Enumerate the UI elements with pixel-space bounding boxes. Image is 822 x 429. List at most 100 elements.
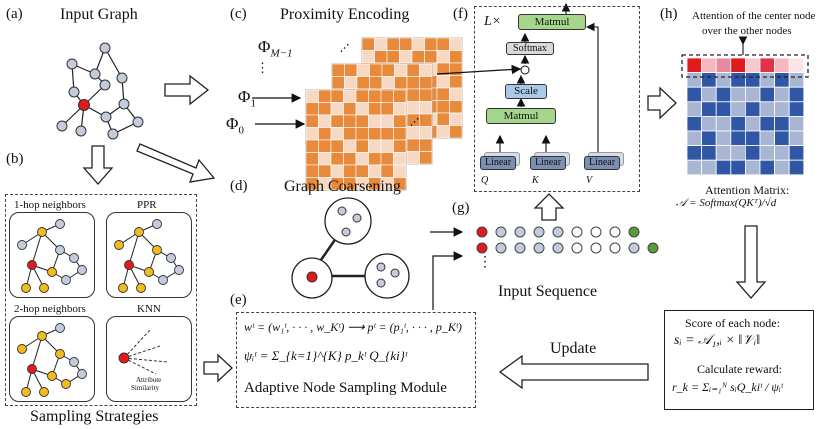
attention-cell [730,86,746,103]
matrix-cell [406,88,420,102]
sampling-node [37,331,47,341]
matrix-cell [436,112,450,126]
matrix-cell [318,164,332,178]
attention-cell [686,116,703,132]
center-node-row-highlight [681,54,809,78]
matrix-cell [406,138,420,152]
matrix-cell [436,75,450,89]
reward-formula: r_k = Σᵢ₌₁ᴺ sᵢQ_kiᵗ / ψᵢᵗ [672,380,783,394]
sampling-node [136,283,146,293]
knn-edge [123,357,157,375]
sampling-node [55,349,65,359]
knn-note-2: Similarity [131,384,159,392]
input-sequence [476,226,659,254]
attention-cell [774,159,790,176]
sequence-token [571,226,583,238]
attention-cell [701,101,717,117]
matrix-cell [305,139,319,153]
matrix-cell [399,37,413,51]
sampling-node [61,379,71,389]
attention-cell [788,86,805,103]
attention-box [474,6,640,192]
input-graph-nodes [56,42,144,140]
sequence-ellipsis: ⋮ [478,255,492,270]
matrix-cell [449,50,463,64]
panel-b-caption: Sampling Strategies [30,408,159,425]
coarsened-graph-nodes [306,206,400,288]
matrix-cell [343,127,357,141]
matrix-cell [436,37,450,51]
matrix-cell [394,76,408,90]
sequence-token [628,242,640,254]
linear-q: Linear [480,156,516,170]
attention-cell [774,101,790,117]
matrix-cell [380,114,394,128]
sampling-node [166,253,176,263]
hollow-arrow-b-to-e [203,353,233,383]
sampling-node [55,323,65,333]
matrix-cell [305,152,319,166]
sequence-token [609,226,621,238]
sequence-token [628,226,640,238]
sampling-node [27,364,37,374]
matrix-cell [449,125,463,139]
score-title: Score of each node: [685,316,780,330]
matrix-cell [436,125,450,139]
matrix-cell [355,102,369,116]
knn-edge [123,345,161,359]
hollow-arrow-a-to-b [82,145,114,185]
attention-cell [788,116,805,132]
matrix-cell [330,152,344,166]
matrix-cell [331,76,345,90]
linear-k: Linear [530,156,566,170]
matrix-cell [449,100,463,114]
attention-cell-center [730,57,746,74]
attention-cell [701,145,717,161]
attention-cell [701,159,717,176]
attention-cell [701,72,717,88]
sequence-token [533,226,545,238]
softmax: Softmax [506,42,554,55]
attention-cell [730,159,746,176]
psi-formula: ψᵢᵗ = Σ_{k=1}^{K} p_kᵗ Q_{ki}ᵗ [244,348,408,363]
attention-cell [715,86,732,103]
matrix-cell [331,63,345,77]
matrix-cell [449,87,463,101]
matrix-cell [449,37,463,51]
sequence-token [514,226,526,238]
sampling-node [17,344,27,354]
matrix-cell [344,76,358,90]
scale: Scale [505,84,547,99]
sampling-node [17,240,27,250]
sampling-edge [128,231,140,266]
add-symbol [520,65,530,75]
sampling-node [174,265,184,275]
sampling-node [77,265,87,275]
sampling-node [152,219,162,229]
sampling-node [39,283,49,293]
hollow-arrow-g-to-f [533,193,565,221]
matrix-cell [380,139,394,153]
ellipsis-vertical-phi: ⋮ [256,60,269,75]
attention-cell [686,159,703,176]
matrix-cell [393,139,407,153]
sampling-graphs [17,219,184,397]
attention-cell [774,72,790,88]
matrix-cell [380,164,394,178]
attention-cell [715,145,732,161]
attention-cell [701,86,717,103]
attention-cell [686,86,703,103]
attention-cell [759,101,776,117]
panel-h-tag: (h) [660,6,678,22]
matrix-cell [419,151,433,165]
attention-cell [745,130,761,147]
attention-caption-2: over the other nodes [702,25,792,37]
attention-cell [715,159,732,176]
sampling-edge [31,231,43,266]
sampling-node [47,267,57,277]
matrix-cell [330,164,344,178]
reward-title: Calculate reward: [697,362,782,376]
matrix-cell [361,50,375,64]
linear-v: Linear [584,156,620,170]
attention-cell [686,130,703,147]
